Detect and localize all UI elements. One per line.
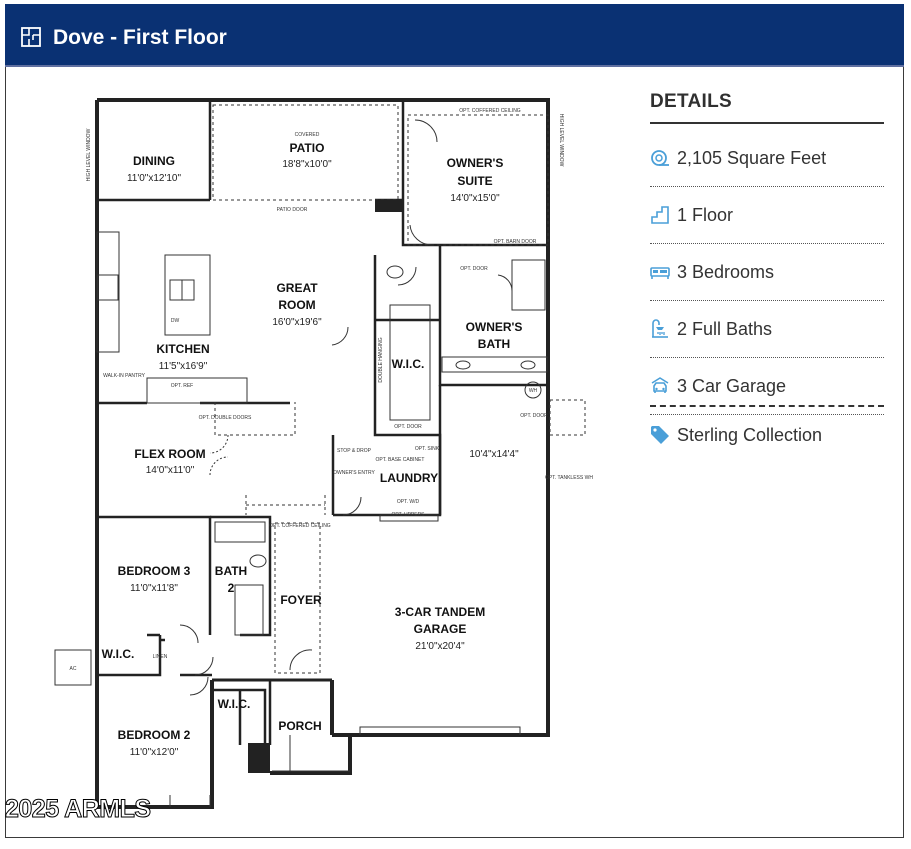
dim-flex: 14'0"x11'0" [146, 465, 195, 476]
dim-bedroom-2: 11'0"x12'0" [130, 747, 179, 758]
room-bath-2-1: BATH [215, 564, 247, 578]
note-dw: DW [171, 318, 180, 324]
room-owners-bath-2: BATH [478, 337, 510, 351]
room-wic-bed3: W.I.C. [102, 647, 135, 661]
page-title: Dove - First Floor [53, 26, 227, 49]
note-double-doors: OPT. DOUBLE DOORS [199, 415, 252, 421]
floor-plan: DINING PATIO OWNER'S SUITE GREAT ROOM KI… [54, 98, 593, 809]
note-coffered-suite: OPT. COFFERED CEILING [459, 108, 521, 114]
dim-garage: 21'0"x20'4" [415, 641, 465, 652]
note-opt-wd: OPT. W/D [397, 499, 420, 505]
detail-baths-label: 2 Full Baths [677, 319, 773, 339]
room-laundry: LAUNDRY [380, 471, 438, 485]
note-covered: COVERED [295, 132, 320, 138]
detail-square-feet: 2,105 Square Feet [650, 130, 884, 187]
car-icon [651, 377, 669, 393]
detail-bedrooms-label: 3 Bedrooms [677, 262, 775, 282]
details-divider [650, 405, 884, 407]
dim-owners-suite: 14'0"x15'0" [450, 193, 500, 204]
note-opt-door-wic: OPT. DOOR [394, 424, 422, 430]
header-bar: Dove - First Floor [5, 4, 904, 67]
dim-bedroom-3: 11'0"x11'8" [130, 583, 178, 594]
note-high-window-2: HIGH LEVEL WINDOW [558, 114, 564, 167]
note-coffered-foyer: OPT. COFFERED CEILING [269, 523, 331, 529]
dim-kitchen: 11'5"x16'9" [159, 361, 208, 372]
note-pantry: WALK-IN PANTRY [103, 373, 146, 379]
note-barn-door: OPT. BARN DOOR [494, 239, 537, 245]
room-patio: PATIO [290, 141, 325, 155]
note-wh: WH [529, 388, 538, 394]
detail-floors: 1 Floor [650, 187, 884, 244]
detail-bedrooms: 3 Bedrooms [650, 244, 884, 301]
note-opt-door-2: OPT. DOOR [520, 413, 548, 419]
room-foyer: FOYER [280, 593, 322, 607]
details-title: DETAILS [650, 88, 884, 124]
room-bath-2-2: 2 [228, 581, 235, 595]
room-flex: FLEX ROOM [134, 447, 205, 461]
room-wic-bed2: W.I.C. [218, 697, 251, 711]
note-opt-uppers: OPT. UPPERS [391, 512, 425, 518]
room-great-1: GREAT [276, 281, 318, 295]
room-great-2: ROOM [278, 298, 315, 312]
dim-great: 16'0"x19'6" [272, 317, 322, 328]
content-frame [5, 4, 904, 838]
room-owners-suite-1: OWNER'S [447, 156, 504, 170]
tag-icon [651, 426, 669, 444]
dim-patio: 18'8"x10'0" [282, 159, 332, 170]
room-porch: PORCH [278, 719, 321, 733]
outer-wall-east [97, 98, 550, 737]
square-feet-icon [651, 150, 669, 166]
watermark: 2025 ARMLS [5, 795, 152, 824]
room-wic-owner: W.I.C. [392, 357, 425, 371]
detail-baths: 2 Full Baths [650, 301, 884, 358]
note-high-window-1: HIGH LEVEL WINDOW [86, 128, 92, 181]
room-garage-1: 3-CAR TANDEM [395, 605, 485, 619]
detail-collection: Sterling Collection [650, 407, 884, 463]
note-patio-door: PATIO DOOR [277, 207, 308, 213]
detail-square-feet-label: 2,105 Square Feet [677, 148, 827, 168]
room-dining: DINING [133, 154, 175, 168]
note-owners-entry: OWNER'S ENTRY [333, 470, 375, 476]
stairs-icon [651, 206, 669, 224]
detail-floors-label: 1 Floor [677, 205, 734, 225]
room-bedroom-3: BEDROOM 3 [118, 564, 191, 578]
detail-collection-label: Sterling Collection [677, 425, 823, 445]
note-stop-drop: STOP & DROP [337, 448, 372, 454]
note-base-cab: OPT. BASE CABINET [376, 457, 425, 463]
dim-dining: 11'0"x12'10" [127, 173, 182, 184]
detail-garage-label: 3 Car Garage [677, 376, 787, 396]
note-opt-door: OPT. DOOR [460, 266, 488, 272]
note-double-hanging: DOUBLE HANGING [378, 337, 384, 382]
bed-icon [650, 267, 670, 279]
room-bedroom-2: BEDROOM 2 [118, 728, 191, 742]
room-garage-2: GARAGE [414, 622, 467, 636]
note-linen: LINEN [153, 654, 168, 660]
outer-wall-west [95, 100, 214, 809]
floorplan-icon [21, 27, 41, 47]
details-panel: DETAILS 2,105 Square Feet 1 Floor 3 Bedr… [650, 88, 884, 463]
detail-garage: 3 Car Garage [650, 358, 884, 415]
note-tankless: OPT. TANKLESS WH [545, 475, 593, 481]
note-ac: AC [70, 666, 77, 672]
room-owners-suite-2: SUITE [457, 174, 492, 188]
room-kitchen: KITCHEN [156, 342, 209, 356]
room-owners-bath-1: OWNER'S [466, 320, 523, 334]
dim-extension: 10'4"x14'4" [469, 449, 519, 460]
note-opt-ref: OPT. REF [171, 383, 194, 389]
note-opt-sink: OPT. SINK [415, 446, 440, 452]
shower-icon [652, 319, 668, 338]
